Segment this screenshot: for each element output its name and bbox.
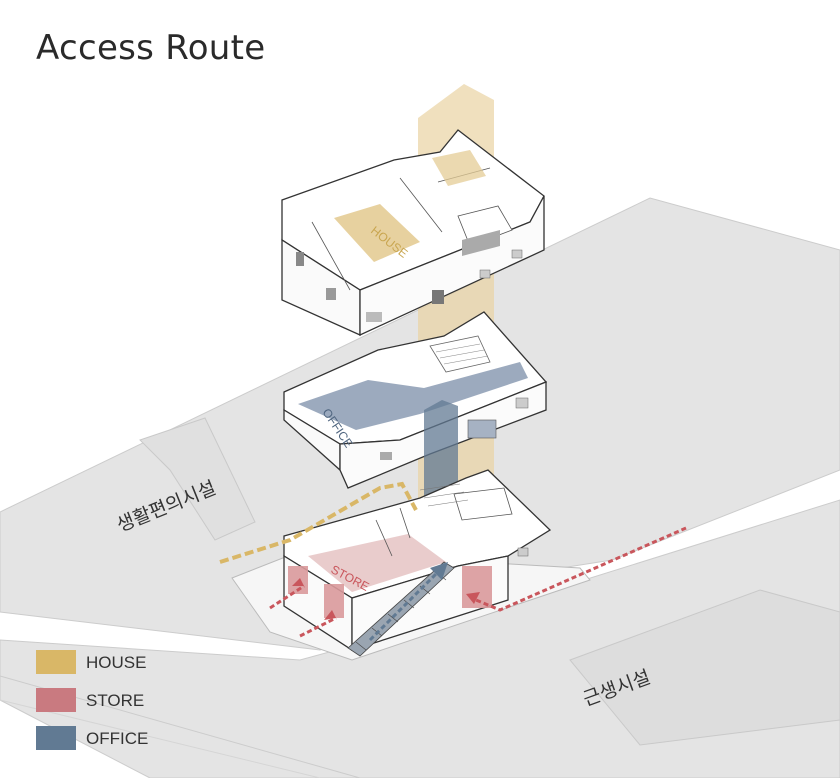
legend-swatch-house xyxy=(36,650,76,674)
house-route-line xyxy=(219,481,418,564)
store-arrow-icon xyxy=(466,592,480,604)
house-floor xyxy=(281,129,545,337)
legend-label: STORE xyxy=(86,691,145,710)
store-arrow-icon xyxy=(292,578,304,586)
store-route-line-left-2 xyxy=(299,616,337,638)
store-arrow-icon xyxy=(324,610,336,620)
page-title: Access Route xyxy=(36,28,266,68)
route-lines xyxy=(219,481,687,642)
legend-label: OFFICE xyxy=(86,729,149,748)
office-arrow-icon xyxy=(430,562,448,580)
store-route-line-left-1 xyxy=(269,584,305,610)
store-route-line-right xyxy=(475,526,687,612)
legend-swatch-store xyxy=(36,688,76,712)
office-route-line xyxy=(368,568,442,642)
legend-label: HOUSE xyxy=(86,653,147,672)
legend-swatch-office xyxy=(36,726,76,750)
